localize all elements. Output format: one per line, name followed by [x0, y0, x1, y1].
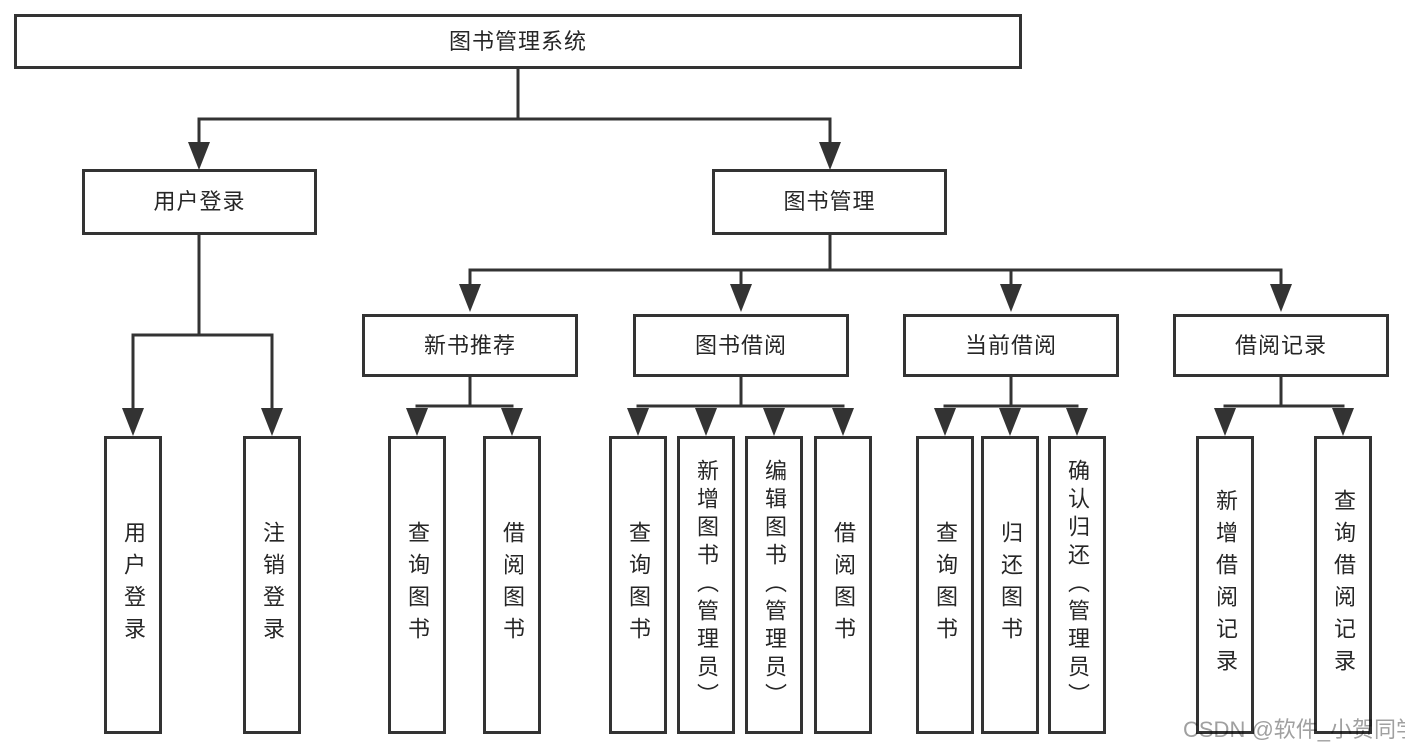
csdn-watermark: CSDN @软件_小贺同学	[1183, 717, 1405, 742]
leaf-label: 借阅图书	[831, 521, 856, 649]
leaf-borrow-books-recommend: 借阅图书	[483, 436, 541, 734]
node-library-system: 图书管理系统	[14, 14, 1022, 69]
leaf-label: 借阅图书	[500, 521, 525, 649]
leaf-query-borrow-record: 查询借阅记录	[1314, 436, 1372, 734]
node-label: 当前借阅	[964, 332, 1057, 358]
leaf-label: 注销登录	[260, 521, 285, 649]
node-book-borrowing: 图书借阅	[633, 314, 849, 377]
node-label: 用户登录	[153, 189, 246, 214]
leaf-confirm-return-admin: 确认归还（管理员）	[1048, 436, 1106, 734]
leaf-label: 查询借阅记录	[1331, 489, 1356, 681]
node-new-book-recommendation: 新书推荐	[362, 314, 578, 377]
node-user-login: 用户登录	[82, 169, 317, 235]
leaf-label: 新增图书（管理员）	[694, 459, 719, 711]
leaf-label: 查询图书	[405, 521, 430, 649]
leaf-logout: 注销登录	[243, 436, 301, 734]
node-label: 图书借阅	[694, 332, 787, 358]
leaf-add-books-admin: 新增图书（管理员）	[677, 436, 735, 734]
node-borrowing-records: 借阅记录	[1173, 314, 1389, 377]
leaf-label: 用户登录	[121, 521, 146, 649]
leaf-label: 确认归还（管理员）	[1065, 459, 1090, 711]
node-label: 图书管理系统	[448, 28, 587, 54]
leaf-borrow-books-borrowing: 借阅图书	[814, 436, 872, 734]
leaf-label: 新增借阅记录	[1213, 489, 1238, 681]
leaf-label: 归还图书	[998, 521, 1023, 649]
leaf-label: 查询图书	[933, 521, 958, 649]
leaf-query-books-current: 查询图书	[916, 436, 974, 734]
leaf-return-books: 归还图书	[981, 436, 1039, 734]
leaf-label: 查询图书	[626, 521, 651, 649]
node-book-management: 图书管理	[712, 169, 947, 235]
node-label: 借阅记录	[1234, 332, 1327, 358]
leaf-edit-books-admin: 编辑图书（管理员）	[745, 436, 803, 734]
leaf-label: 编辑图书（管理员）	[762, 459, 787, 711]
leaf-query-books-recommend: 查询图书	[388, 436, 446, 734]
leaf-user-login: 用户登录	[104, 436, 162, 734]
node-label: 新书推荐	[423, 332, 516, 358]
leaf-query-books-borrowing: 查询图书	[609, 436, 667, 734]
leaf-add-borrow-record: 新增借阅记录	[1196, 436, 1254, 734]
node-current-borrowing: 当前借阅	[903, 314, 1119, 377]
node-label: 图书管理	[783, 189, 876, 214]
